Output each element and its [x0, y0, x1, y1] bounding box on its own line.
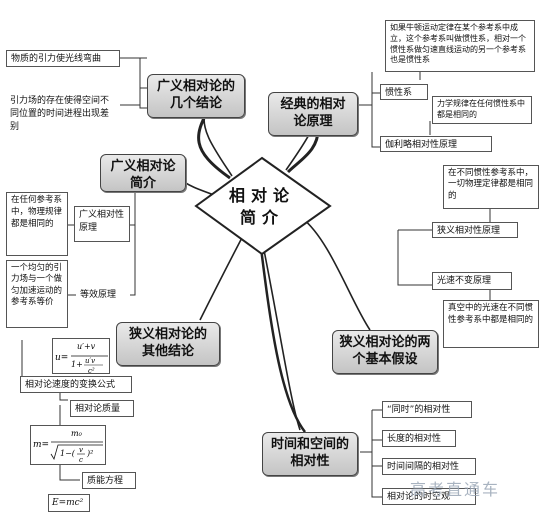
center-diamond: [194, 156, 332, 256]
spacetime-item-view: 相对论的时空观: [382, 488, 476, 505]
svg-text:1−(: 1−(: [60, 449, 76, 458]
gr-principle-note: 在任何参考系中，物理规律都是相同的: [6, 192, 68, 256]
center-title-line1: 相对论: [228, 186, 295, 205]
watermark: 高考直通车: [410, 480, 501, 499]
energy-formula: E=mc²: [48, 494, 90, 512]
branch-sr-conclusions-title: 狭义相对论的其他结论: [116, 322, 220, 366]
svg-text:)²: )²: [86, 449, 93, 458]
velocity-denominator-c: c²: [88, 367, 95, 375]
center-title: 相对论 简介: [226, 185, 298, 229]
inertial-frame-note: 如果牛顿运动定律在某个参考系中成立，这个参考系叫做惯性系，相对一个惯性系做匀速直…: [385, 20, 535, 72]
equivalence-principle-label: 等效原理: [76, 287, 130, 303]
mass-numerator: m₀: [71, 429, 83, 438]
velocity-lhs: u=: [55, 353, 68, 363]
velocity-formula-graphic: u= u′+v 1+ u′v c²: [55, 342, 108, 375]
sr-relativity-label: 狭义相对性原理: [432, 222, 518, 238]
sr-relativity-note: 在不同惯性参考系中，一切物理定律都是相同的: [443, 165, 539, 209]
center-title-line2: 简介: [239, 208, 284, 227]
galileo-note: 力学规律在任何惯性系中都是相同的: [432, 96, 532, 124]
branch-spacetime-title: 时间和空间的相对性: [262, 432, 358, 476]
mass-formula-graphic: m= m₀ 1−( v c )²: [33, 429, 103, 464]
galileo-principle-label: 伽利略相对性原理: [380, 136, 492, 152]
mass-v: v: [79, 446, 83, 454]
branch-sr-postulates-title: 狭义相对论的两个基本假设: [332, 330, 438, 374]
velocity-formula: u= u′+v 1+ u′v c²: [52, 338, 110, 375]
velocity-denominator-a: 1+: [71, 360, 83, 369]
velocity-numerator: u′+v: [77, 342, 96, 351]
velocity-transform-label: 相对论速度的变换公式: [20, 376, 132, 393]
relativistic-mass-label: 相对论质量: [70, 400, 134, 417]
equivalence-note: 一个均匀的引力场与一个做匀加速运动的参考系等价: [6, 260, 68, 328]
branch-gr-intro-title: 广义相对论简介: [100, 154, 186, 192]
mass-c: c: [79, 456, 83, 464]
inertial-frame-label: 惯性系: [380, 84, 428, 100]
energy-equation-label: 质能方程: [82, 472, 136, 489]
spacetime-item-time-interval: 时间间隔的相对性: [382, 458, 476, 475]
spacetime-item-simultaneity: “同时”的相对性: [382, 401, 472, 418]
branch-classical-title: 经典的相对论原理: [268, 92, 358, 136]
branch-gr-conclusions-title: 广义相对论的几个结论: [147, 74, 245, 118]
gr-principle-label: 广义相对性原理: [74, 206, 130, 242]
light-speed-label: 光速不变原理: [432, 272, 512, 290]
mass-formula: m= m₀ 1−( v c )²: [30, 425, 106, 465]
velocity-denominator-b: u′v: [85, 357, 95, 365]
gr-conclusion-time-difference: 引力场的存在使得空间不同位置的时间进程出现差别: [6, 93, 120, 145]
mass-lhs: m=: [33, 440, 49, 450]
light-speed-note: 真空中的光速在不同惯性参考系中都是相同的: [443, 300, 539, 348]
spacetime-item-length: 长度的相对性: [382, 430, 456, 447]
gr-conclusion-light-bending: 物质的引力使光线弯曲: [6, 50, 120, 67]
